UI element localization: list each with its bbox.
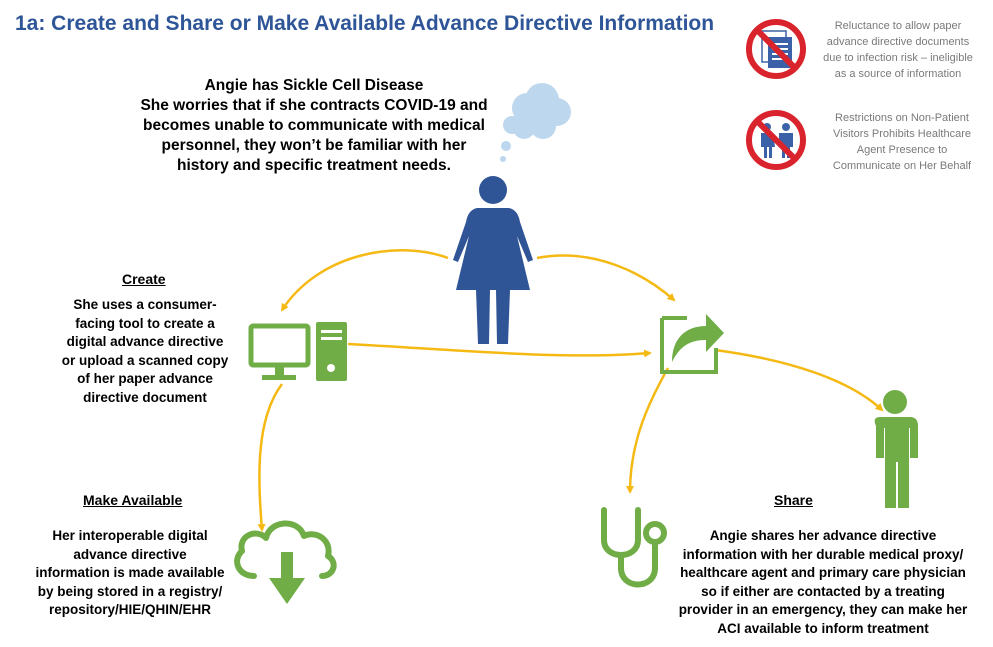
share-icon	[660, 314, 724, 374]
share-line: provider in an emergency, they can make …	[678, 602, 968, 617]
create-line: of her paper advance	[77, 371, 213, 386]
legend-line: as a source of information	[834, 68, 962, 80]
arrow-computer-to-cloud	[257, 383, 284, 532]
create-line: or upload a scanned copy	[61, 352, 229, 368]
arrow-share-to-person	[714, 348, 884, 412]
share-line: so if either are contacted by a treating	[701, 583, 945, 599]
share-line: information with her durable medical pro…	[682, 546, 964, 562]
woman-icon	[453, 176, 533, 344]
cloud-download-icon	[234, 520, 337, 604]
stethoscope-icon	[601, 507, 667, 588]
flow-arrows	[257, 249, 884, 532]
intro-line: history and specific treatment needs.	[177, 157, 451, 174]
intro-line: Angie has Sickle Cell Disease	[204, 77, 424, 94]
legend-line: Reluctance to allow paper	[834, 20, 962, 32]
arrow-computer-to-share	[347, 342, 652, 358]
page-title: 1a: Create and Share or Make Available A…	[15, 12, 715, 35]
legend-line: Restrictions on Non-Patient	[835, 112, 969, 124]
legend-text-visitor-restrictions: Restrictions on Non-Patient Visitors Pro…	[807, 110, 993, 174]
arrow-woman-to-share	[536, 254, 676, 302]
create-heading: Create	[122, 271, 166, 287]
legend-text-paper-reluctance: Reluctance to allow paper advance direct…	[803, 18, 993, 82]
no-paper-documents-icon	[746, 19, 806, 79]
arrow-woman-to-computer	[280, 249, 449, 312]
intro-line: becomes unable to communicate with medic…	[143, 117, 485, 134]
create-line: directive document	[83, 389, 207, 405]
share-line: Angie shares her advance directive	[709, 528, 937, 543]
person-icon	[874, 390, 918, 508]
create-line: facing tool to create a	[75, 315, 215, 331]
computer-icon	[248, 322, 347, 381]
make-available-line: advance directive	[73, 546, 187, 562]
make-available-line: information is made available	[35, 565, 225, 580]
thought-cloud-icon	[500, 83, 571, 162]
create-description: She uses a consumer- facing tool to crea…	[45, 296, 245, 407]
intro-line: personnel, they won’t be familiar with h…	[161, 137, 467, 154]
intro-line: She worries that if she contracts COVID-…	[140, 97, 488, 114]
arrow-share-to-stethoscope	[626, 367, 670, 494]
legend-line: Communicate on Her Behalf	[832, 160, 972, 172]
no-visitors-icon	[746, 110, 806, 170]
create-line: She uses a consumer-	[73, 297, 217, 312]
make-available-heading: Make Available	[83, 492, 183, 508]
share-line: ACI available to inform treatment	[717, 620, 929, 636]
legend-line: due to infection risk – ineligible	[823, 52, 973, 64]
share-description: Angie shares her advance directive infor…	[668, 527, 978, 638]
legend-line: advance directive documents	[826, 36, 970, 48]
share-heading: Share	[774, 492, 813, 508]
intro-text: Angie has Sickle Cell Disease She worrie…	[128, 76, 500, 176]
make-available-line: Her interoperable digital	[52, 528, 208, 543]
make-available-line: by being stored in a registry/	[37, 583, 223, 599]
legend-line: Agent Presence to	[856, 144, 948, 156]
share-line: healthcare agent and primary care physic…	[680, 565, 966, 580]
legend-line: Visitors Prohibits Healthcare	[833, 128, 971, 140]
make-available-line: repository/HIE/QHIN/EHR	[48, 602, 212, 617]
make-available-description: Her interoperable digital advance direct…	[25, 527, 235, 620]
create-line: digital advance directive	[66, 334, 224, 349]
